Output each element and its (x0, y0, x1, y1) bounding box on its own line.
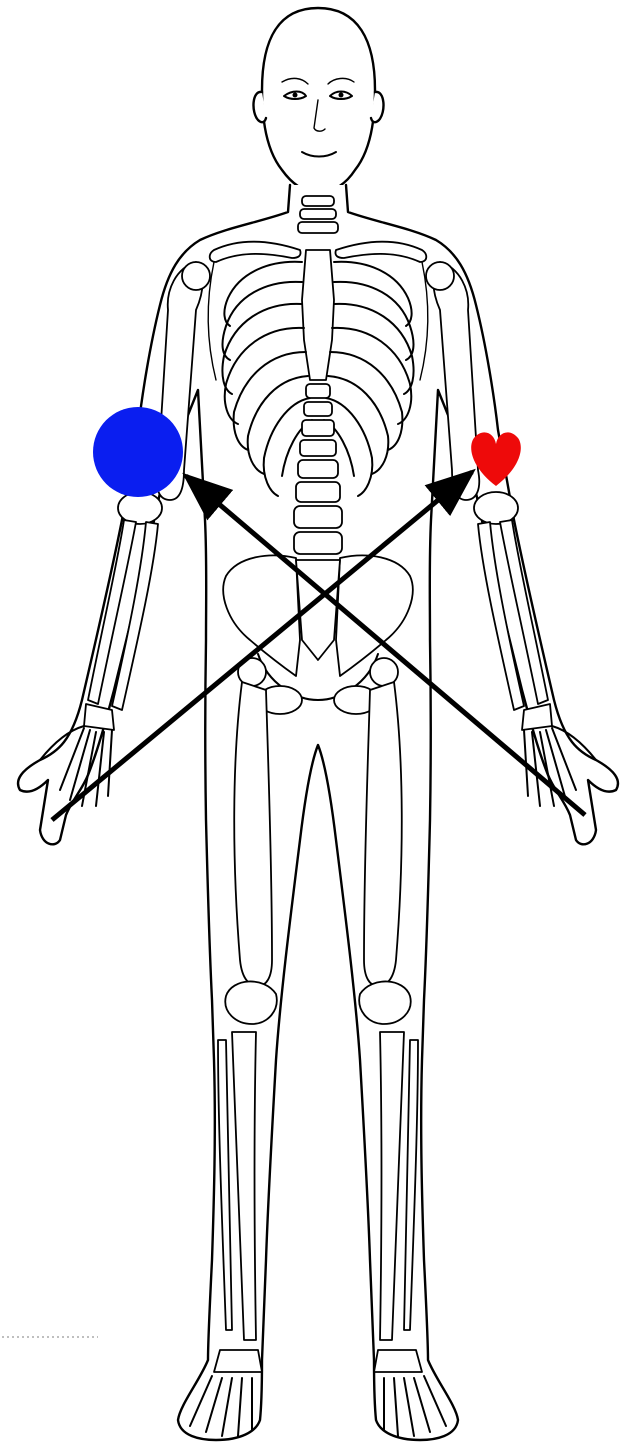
blue-circle-marker (93, 407, 183, 497)
